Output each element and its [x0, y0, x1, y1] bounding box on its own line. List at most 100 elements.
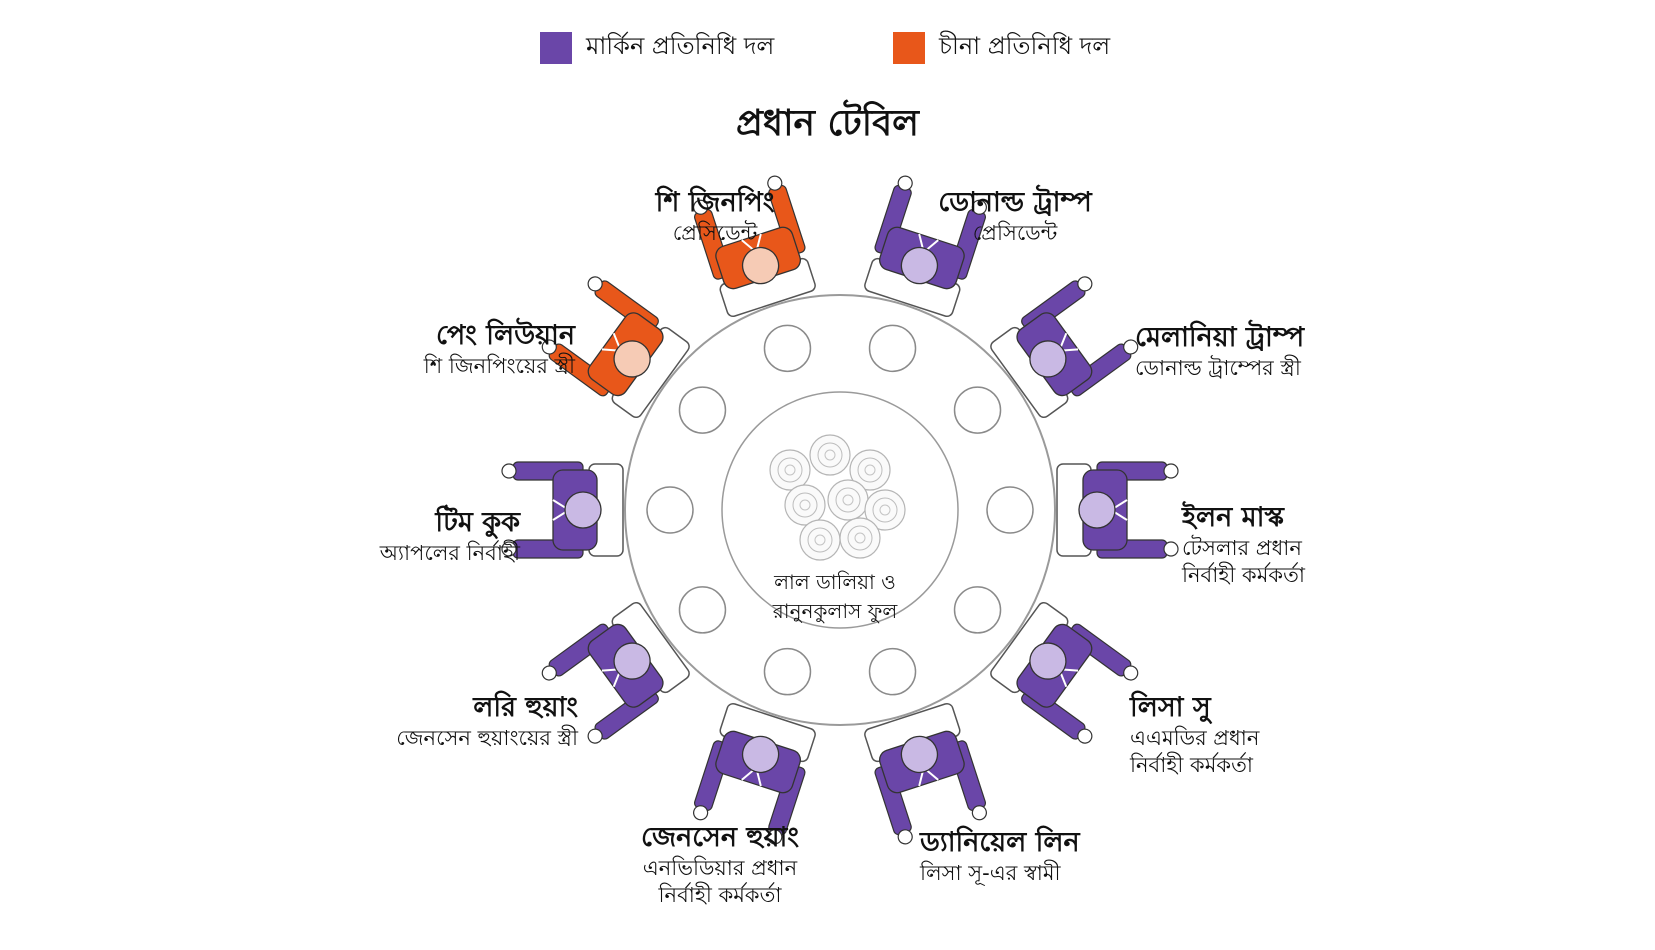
- guest-role-line2: নির্বাহী কর্মকর্তা: [1130, 753, 1253, 778]
- plate: [646, 486, 694, 534]
- legend-us: মার্কিন প্রতিনিধি দল: [540, 28, 774, 68]
- hand: [767, 175, 783, 191]
- rose: [784, 484, 826, 526]
- hand: [1123, 339, 1139, 355]
- guest-role: টেসলার প্রধান: [1182, 536, 1302, 561]
- guest-name: ডোনাল্ড ট্রাম্প: [938, 187, 1092, 218]
- legend-china-label: চীনা প্রতিনিধি দল: [939, 32, 1111, 60]
- seated-guest: [990, 276, 1139, 419]
- guest-name: পেং লিউয়ান: [435, 320, 575, 351]
- hand: [1163, 463, 1179, 479]
- guest-name: ড্যানিয়েল লিন: [920, 827, 1080, 858]
- guest-role-line2: নির্বাহী কর্মকর্তা: [658, 883, 782, 908]
- flower-bouquet: [769, 434, 906, 561]
- guest-name: ইলন মাস্ক: [1182, 502, 1284, 533]
- plate: [953, 586, 1002, 634]
- seated-guest: [541, 276, 690, 419]
- label-melania-trump: মেলানিয়া ট্রাম্প ডোনাল্ড ট্রাম্পের স্ত্…: [1135, 320, 1415, 382]
- legend-china: চীনা প্রতিনিধি দল: [893, 28, 1110, 68]
- plate: [763, 647, 812, 696]
- guest-role: এনভিডিয়ার প্রধান: [642, 856, 798, 881]
- people: [501, 175, 1179, 845]
- guest-name: লরি হুয়াং: [473, 692, 578, 723]
- guest-role: ডোনাল্ড ট্রাম্পের স্ত্রী: [1135, 356, 1301, 381]
- hand: [587, 728, 603, 744]
- label-xi-jinping: শি জিনপিং প্রেসিডেন্ট: [620, 185, 810, 247]
- guest-name: জেনসেন হুয়াং: [640, 822, 800, 853]
- hand: [1077, 276, 1093, 292]
- plate: [986, 486, 1034, 534]
- hand: [693, 805, 709, 821]
- seated-guest: [693, 175, 816, 318]
- hand: [971, 805, 987, 821]
- hand: [501, 541, 517, 557]
- seated-guest: [864, 702, 987, 845]
- hand: [971, 199, 987, 215]
- rose: [769, 449, 811, 491]
- plates: [646, 324, 1034, 696]
- rose: [809, 434, 851, 476]
- legend-us-swatch: [540, 32, 572, 64]
- hand: [897, 829, 913, 845]
- head: [1029, 642, 1067, 680]
- head: [564, 491, 602, 529]
- label-lisa-su: লিসা সু এএমডির প্রধান নির্বাহী কর্মকর্তা: [1130, 690, 1370, 780]
- plate: [868, 324, 917, 373]
- diagram-title: প্রধান টেবিল: [736, 103, 919, 144]
- guest-role-line2: নির্বাহী কর্মকর্তা: [1182, 563, 1305, 588]
- label-tim-cook: টিম কুক অ্যাপলের নির্বাহী: [300, 505, 520, 567]
- guest-role: অ্যাপলের নির্বাহী: [379, 541, 520, 566]
- guest-role: প্রেসিডেন্ট: [672, 221, 758, 246]
- guest-name: লিসা সু: [1130, 692, 1211, 723]
- rose: [799, 519, 841, 561]
- hand: [541, 339, 557, 355]
- head: [613, 642, 651, 680]
- plate: [678, 586, 727, 634]
- rose: [864, 489, 906, 531]
- label-jensen-huang: জেনসেন হুয়াং এনভিডিয়ার প্রধান নির্বাহী…: [590, 820, 850, 910]
- seated-guest: [1056, 461, 1179, 559]
- label-peng-liyuan: পেং লিউয়ান শি জিনপিংয়ের স্ত্রী: [300, 318, 575, 380]
- hand: [693, 199, 709, 215]
- centerpiece-line2: রানুনকুলাস ফুল: [772, 599, 898, 623]
- head: [1029, 340, 1067, 378]
- head: [613, 340, 651, 378]
- head: [900, 246, 939, 285]
- hand: [541, 665, 557, 681]
- hand: [1077, 728, 1093, 744]
- guest-role: লিসা সূ-এর স্বামী: [920, 861, 1061, 886]
- guest-role: প্রেসিডেন্ট: [972, 221, 1058, 246]
- hand: [587, 276, 603, 292]
- seated-guest: [693, 702, 816, 845]
- guest-name: টিম কুক: [435, 507, 520, 538]
- head: [900, 735, 939, 774]
- rose: [839, 517, 881, 559]
- hand: [1163, 541, 1179, 557]
- guest-role: এএমডির প্রধান: [1130, 726, 1260, 751]
- legend-china-swatch: [893, 32, 925, 64]
- hand: [767, 829, 783, 845]
- head: [741, 246, 780, 285]
- plate: [953, 386, 1002, 434]
- guest-name: শি জিনপিং: [655, 187, 775, 218]
- guest-role: শি জিনপিংয়ের স্ত্রী: [423, 354, 575, 379]
- label-lori-huang: লরি হুয়াং জেনসেন হুয়াংয়ের স্ত্রী: [300, 690, 578, 752]
- seated-guest: [501, 461, 624, 559]
- hand: [897, 175, 913, 191]
- rose: [827, 479, 869, 521]
- head: [741, 735, 780, 774]
- legend-us-label: মার্কিন প্রতিনিধি দল: [586, 32, 775, 60]
- centerpiece-line1: লাল ডালিয়া ও: [774, 570, 896, 594]
- hand: [1123, 665, 1139, 681]
- plate: [763, 324, 812, 373]
- seated-guest: [990, 601, 1139, 744]
- head: [1078, 491, 1116, 529]
- guest-name: মেলানিয়া ট্রাম্প: [1135, 322, 1305, 353]
- rose: [849, 449, 891, 491]
- plate: [678, 386, 727, 434]
- seated-guest: [541, 601, 690, 744]
- label-elon-musk: ইলন মাস্ক টেসলার প্রধান নির্বাহী কর্মকর্…: [1182, 500, 1422, 590]
- hand: [501, 463, 517, 479]
